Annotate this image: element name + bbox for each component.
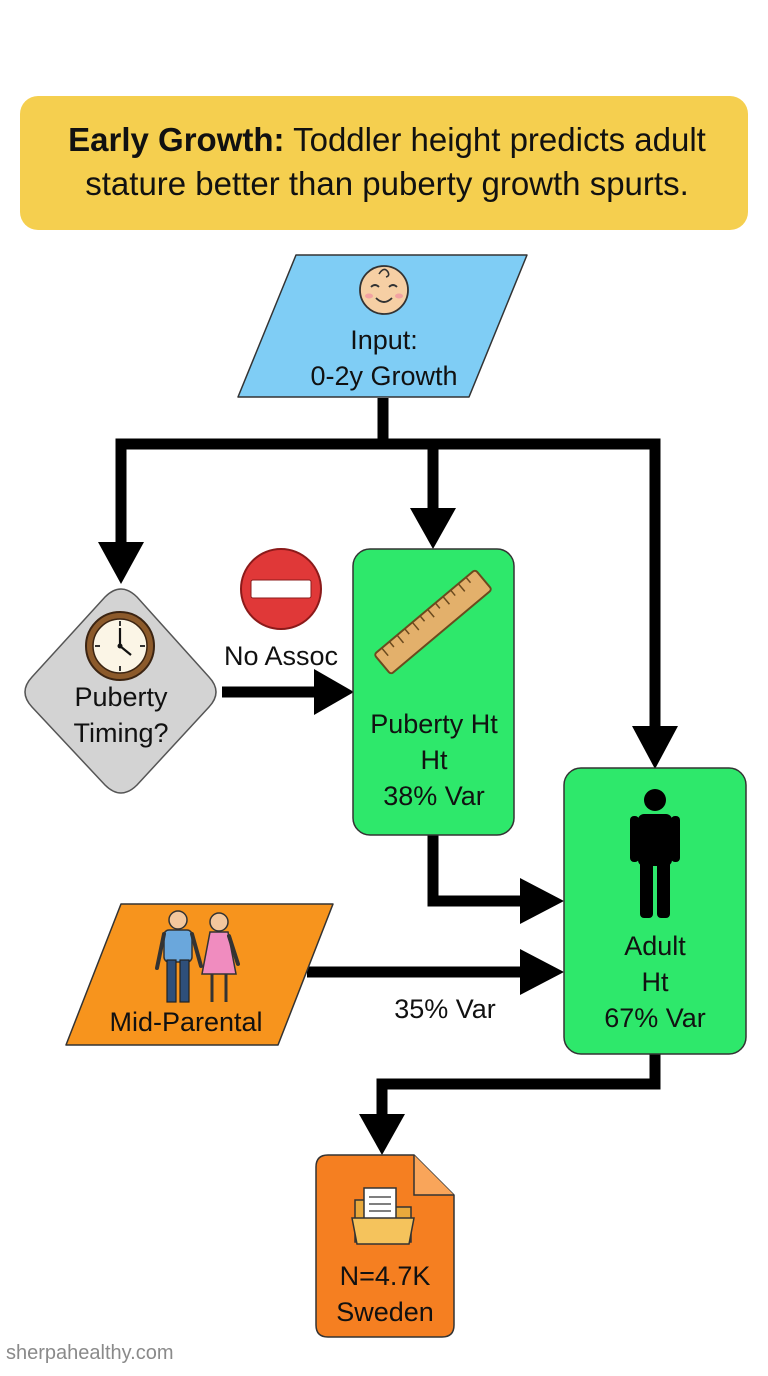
parents-icon xyxy=(155,910,240,1003)
puberty-timing-node-shape xyxy=(24,588,217,794)
puberty-timing-label: Puberty Timing? xyxy=(50,679,192,751)
adult-height-line1: Adult xyxy=(624,931,686,961)
edge-puberty-ht-to-adult xyxy=(427,834,522,907)
arrowhead-mid-parental-to-adult xyxy=(520,949,564,995)
input-node-shape xyxy=(237,254,528,398)
input-node-label: Input: 0-2y Growth xyxy=(296,322,472,394)
edge-input-to-adult xyxy=(383,438,661,730)
puberty-height-label: Puberty Ht Ht 38% Var xyxy=(355,706,513,814)
puberty-timing-line1: Puberty xyxy=(74,682,168,712)
watermark-text: sherpahealthy.com xyxy=(6,1342,174,1364)
dataset-page-fold xyxy=(413,1155,454,1196)
puberty-timing-line2: Timing? xyxy=(73,718,169,748)
dataset-line1: N=4.7K xyxy=(339,1261,431,1291)
title-bold: Early Growth: xyxy=(68,121,285,158)
no-assoc-label: No Assoc xyxy=(223,641,339,671)
arrowhead-puberty-ht-to-adult xyxy=(520,878,564,924)
dataset-line2: Sweden xyxy=(336,1297,434,1327)
mid-parental-edge-label: 35% Var xyxy=(394,994,496,1024)
puberty-height-node-shape xyxy=(352,548,515,836)
folder-document-icon xyxy=(351,1187,415,1245)
arrowhead-timing-to-puberty-ht xyxy=(314,669,354,715)
mid-parental-node-shape xyxy=(65,903,334,1046)
adult-height-line3: 67% Var xyxy=(604,1003,706,1033)
puberty-height-line3: 38% Var xyxy=(383,781,485,811)
adult-height-label: Adult Ht 67% Var xyxy=(566,928,744,1036)
input-node-line1: Input: xyxy=(350,325,418,355)
title-text: Toddler height predicts adult stature be… xyxy=(85,121,706,202)
input-node-line2: 0-2y Growth xyxy=(310,361,458,391)
arrowhead-to-adult-top xyxy=(632,726,678,769)
puberty-height-line1: Puberty Ht xyxy=(370,709,498,739)
dataset-label: N=4.7K Sweden xyxy=(318,1258,452,1330)
dataset-node-shape xyxy=(315,1154,455,1338)
person-icon xyxy=(630,789,680,918)
adult-height-node-shape xyxy=(563,767,747,1055)
clock-icon xyxy=(85,611,155,681)
arrowhead-to-puberty-ht xyxy=(410,508,456,549)
edge-adult-to-dataset xyxy=(376,1054,661,1118)
ruler-icon xyxy=(374,569,492,675)
puberty-height-line2: Ht xyxy=(420,745,448,775)
edge-input-to-timing xyxy=(115,438,383,545)
adult-height-line2: Ht xyxy=(641,967,669,997)
title-banner: Early Growth: Toddler height predicts ad… xyxy=(20,96,748,230)
baby-face-icon xyxy=(359,265,409,315)
arrowhead-to-timing xyxy=(98,542,144,584)
arrowhead-to-dataset xyxy=(359,1114,405,1155)
no-entry-icon xyxy=(240,548,322,630)
mid-parental-label: Mid-Parental xyxy=(109,1007,263,1037)
